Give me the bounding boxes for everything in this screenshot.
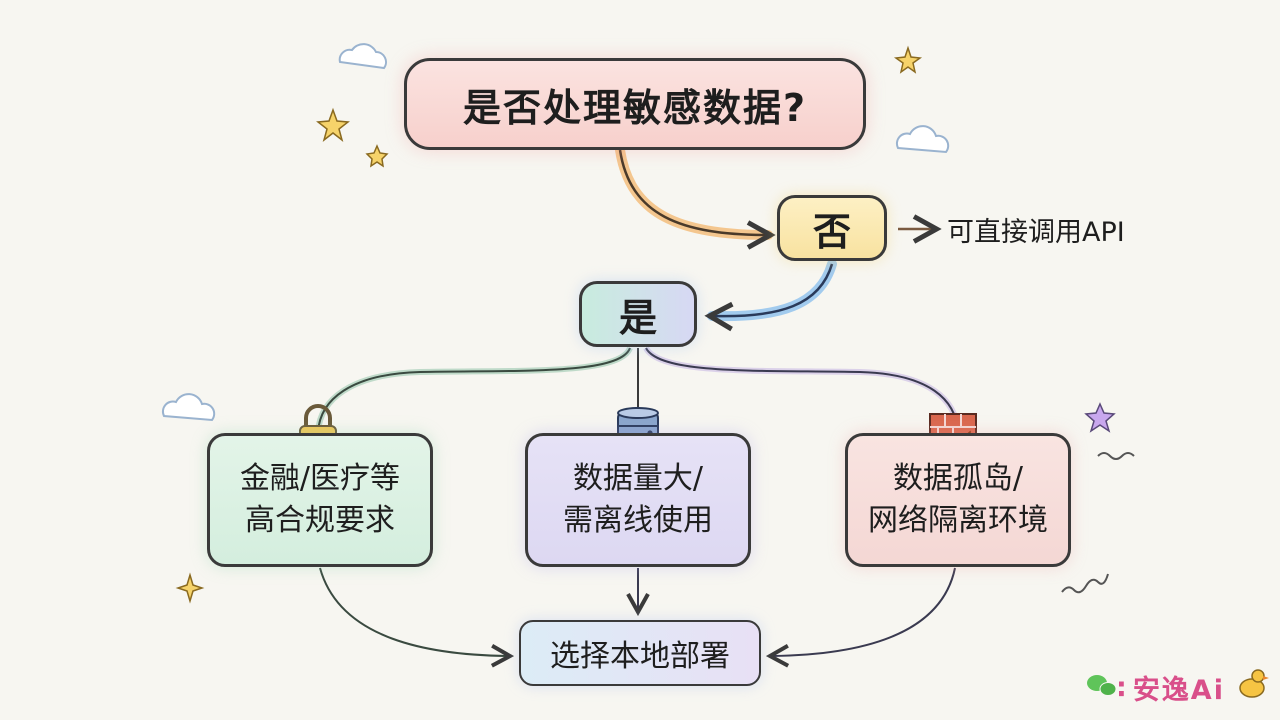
wechat-icon [1087, 675, 1117, 696]
watermark-colon: : [1116, 672, 1129, 703]
star-icon [316, 107, 350, 142]
star-icon [365, 144, 389, 168]
arrow-right-to-conclusion [772, 567, 956, 656]
scenario-card-compliance: 金融/医疗等 高合规要求 [207, 433, 433, 567]
conclusion-node: 选择本地部署 [519, 620, 761, 686]
scenario-line: 网络隔离环境 [868, 503, 1048, 538]
duck-icon [1239, 669, 1269, 698]
scenario-line: 需离线使用 [563, 503, 713, 538]
squiggle-decoration [1097, 452, 1135, 460]
no-label: 否 [812, 209, 851, 254]
star-icon [893, 45, 923, 74]
arrow-question-to-no [618, 149, 768, 235]
cloud-icon [338, 43, 387, 70]
no-result-text: 可直接调用API [947, 217, 1125, 248]
conclusion-text: 选择本地部署 [550, 639, 730, 674]
branch-yes-to-left [315, 346, 633, 433]
scenario-card-isolated: 数据孤岛/ 网络隔离环境 [845, 433, 1071, 567]
watermark-text: 安逸Ai [1132, 675, 1225, 706]
star-icon [1084, 402, 1116, 433]
cloud-icon [161, 393, 216, 422]
yes-label: 是 [618, 295, 657, 340]
no-node: 否 [777, 195, 887, 261]
branch-yes-to-right [643, 346, 961, 433]
question-text: 是否处理敏感数据? [462, 85, 808, 130]
question-node: 是否处理敏感数据? [404, 58, 866, 150]
scenario-line: 数据孤岛/ [892, 461, 1024, 496]
watermark: : 安逸Ai [1086, 668, 1225, 707]
squiggle-decoration [1061, 573, 1109, 594]
scenario-line: 高合规要求 [245, 503, 395, 538]
arrow-question-to-no-glow [615, 145, 773, 240]
arrow-left-to-conclusion [319, 567, 508, 656]
yes-node: 是 [579, 281, 697, 347]
arrow-no-to-yes-glow [707, 259, 837, 322]
scenario-card-offline: 数据量大/ 需离线使用 [525, 433, 751, 567]
cloud-icon [895, 125, 950, 154]
arrow-no-to-yes [712, 263, 834, 316]
scenario-line: 金融/医疗等 [239, 461, 401, 496]
scenario-line: 数据量大/ [572, 461, 704, 496]
sparkle-icon [175, 572, 205, 604]
